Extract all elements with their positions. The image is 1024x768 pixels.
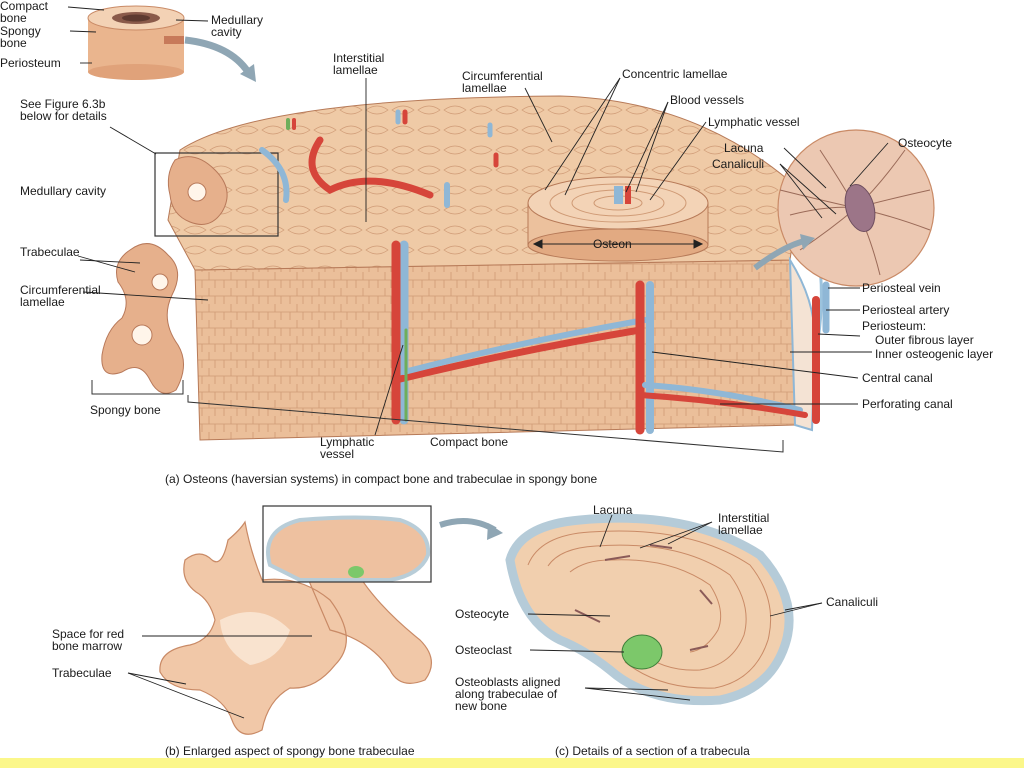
panel-a-caption: (a) Osteons (haversian systems) in compa…	[165, 472, 598, 486]
periosteum-side	[788, 256, 817, 432]
c-osteoclast: Osteoclast	[455, 643, 512, 657]
a-lacuna: Lacuna	[724, 141, 764, 155]
panel-c-caption: (c) Details of a section of a trabecula	[555, 744, 750, 758]
a-osteocyte: Osteocyte	[898, 136, 952, 150]
a-periosteal-vein: Periosteal vein	[862, 281, 941, 295]
panel-c-leaders	[527, 514, 823, 701]
osteocyte-magnified	[777, 129, 935, 287]
a-central-canal: Central canal	[862, 371, 933, 385]
panel-a-leaders	[67, 6, 889, 436]
panel-c-illustration	[505, 513, 823, 706]
osteon-span-arrow	[532, 239, 704, 249]
bottom-brackets	[91, 380, 784, 453]
a-outer-fibrous: Outer fibrous layer	[875, 333, 974, 347]
a-canaliculi: Canaliculi	[712, 157, 764, 171]
panel-b-detail-box	[262, 505, 432, 583]
a-inner-osteogenic: Inner osteogenic layer	[875, 347, 993, 361]
a-lymphatic-top: Lymphatic vessel	[708, 115, 800, 129]
panel-b-section	[266, 515, 431, 582]
a-spongy-bone: Spongy bone	[90, 403, 161, 417]
inset-arrow	[184, 36, 251, 75]
a-concentric-lamellae: Concentric lamellae	[622, 67, 728, 81]
osteon-cylinder	[527, 176, 709, 262]
bottom-bar	[0, 758, 1024, 768]
osteoclast-cell	[621, 634, 663, 670]
a-perforating-canal: Perforating canal	[862, 397, 953, 411]
inset-bone-tube	[87, 5, 185, 80]
a-compact-bone: Compact bone	[430, 435, 508, 449]
a-medullary-cavity: Medullary cavity	[20, 184, 106, 198]
c-osteocyte: Osteocyte	[455, 607, 509, 621]
c-lacuna: Lacuna	[593, 503, 633, 517]
panel-b-leaders	[127, 635, 312, 719]
panel-a-illustration	[67, 5, 935, 453]
inset-periosteum: Periosteum	[0, 56, 61, 70]
b-trabeculae: Trabeculae	[52, 666, 112, 680]
a-periosteal-artery: Periosteal artery	[862, 303, 949, 317]
c-canaliculi: Canaliculi	[826, 595, 878, 609]
a-osteon: Osteon	[593, 237, 632, 251]
a-blood-vessels: Blood vessels	[670, 93, 744, 107]
blood-vessels	[259, 109, 830, 435]
spongy-bone-trabeculae	[101, 156, 228, 394]
trabecula-section	[505, 513, 794, 706]
panel-b-illustration	[127, 505, 503, 735]
panel-b-caption: (b) Enlarged aspect of spongy bone trabe…	[165, 744, 415, 758]
a-trabeculae: Trabeculae	[20, 245, 80, 259]
a-periosteum: Periosteum:	[862, 319, 926, 333]
detail-box	[154, 152, 279, 237]
